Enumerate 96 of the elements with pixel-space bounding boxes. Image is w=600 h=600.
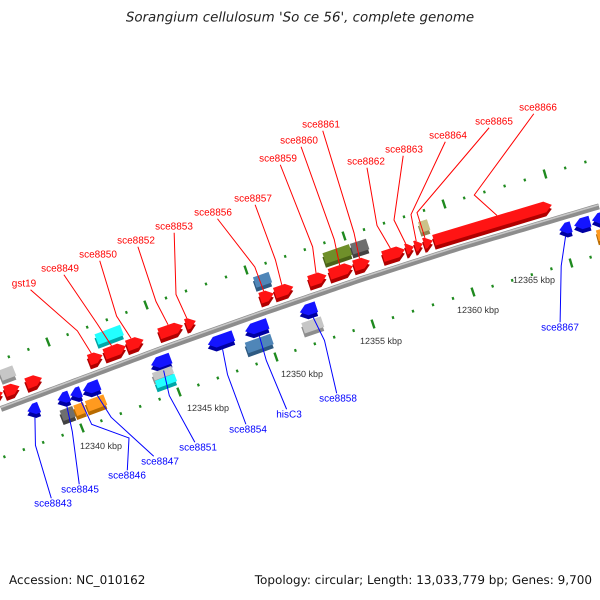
gene-block xyxy=(404,243,414,259)
leader-line xyxy=(474,113,534,216)
gene-block xyxy=(24,375,42,393)
leader-line xyxy=(34,417,52,499)
gene-block xyxy=(27,401,42,418)
gene-block xyxy=(422,237,433,253)
gene-block xyxy=(574,215,592,234)
leader-line xyxy=(416,127,490,238)
gene-block xyxy=(70,386,83,403)
gene-block xyxy=(591,212,600,228)
feature-block xyxy=(417,219,431,237)
gene-label: sce8858 xyxy=(319,393,357,405)
gene-block xyxy=(307,272,327,291)
gene-label: sce8847 xyxy=(141,456,179,468)
feature-block xyxy=(84,394,108,416)
gene-block xyxy=(559,221,573,238)
feature-block xyxy=(301,316,325,338)
scale-label: 12360 kbp xyxy=(456,304,500,316)
gene-block xyxy=(183,318,196,334)
gene-label: sce8856 xyxy=(194,207,232,219)
gene-block xyxy=(245,318,270,339)
gene-block xyxy=(258,290,274,308)
gene-block xyxy=(381,246,405,266)
leader-line xyxy=(410,141,446,242)
feature-block xyxy=(73,402,87,420)
leader-line xyxy=(80,400,130,471)
leader-line xyxy=(254,204,282,286)
gene-label: sce8849 xyxy=(41,263,79,275)
leader-line xyxy=(222,348,246,425)
leader-line xyxy=(63,274,112,346)
gene-block xyxy=(157,322,183,344)
gene-block xyxy=(352,257,370,276)
feature-block xyxy=(252,271,273,292)
scale-label: 12365 kbp xyxy=(512,274,556,286)
leader-line xyxy=(99,260,132,339)
gene-block xyxy=(299,301,319,320)
feature-block xyxy=(154,373,178,393)
gene-block xyxy=(82,379,102,398)
leader-line xyxy=(216,218,264,292)
gene-label: sce8864 xyxy=(429,130,467,142)
gene-label: sce8850 xyxy=(79,249,117,261)
gene-label: sce8860 xyxy=(280,135,318,147)
gene-block xyxy=(272,283,294,303)
feature-block xyxy=(0,365,17,385)
gene-label: sce8846 xyxy=(108,470,146,482)
leader-line xyxy=(560,236,566,323)
gene-label: gst19 xyxy=(12,278,36,290)
gene-label: sce8845 xyxy=(61,484,99,496)
gene-block xyxy=(2,383,20,401)
gene-label: sce8857 xyxy=(234,193,272,205)
scale-label: 12345 kbp xyxy=(186,402,230,414)
diagram-title: Sorangium cellulosum 'So ce 56', complete genome xyxy=(126,10,474,26)
feature-block xyxy=(59,406,77,426)
gene-label: sce8863 xyxy=(385,144,423,156)
gene-block xyxy=(102,343,126,364)
leader-line xyxy=(66,406,80,485)
scale-label: 12350 kbp xyxy=(280,368,324,380)
gene-block xyxy=(0,391,3,402)
leader-line xyxy=(393,155,406,244)
leader-line xyxy=(137,246,169,326)
leader-line xyxy=(300,146,340,266)
feature-block xyxy=(244,333,274,358)
gene-label: sce8851 xyxy=(179,442,217,454)
gene-label: sce8859 xyxy=(259,153,297,165)
gene-block xyxy=(57,390,72,407)
leader-line xyxy=(258,336,288,410)
leader-line xyxy=(30,289,92,354)
scale-label: 12355 kbp xyxy=(360,336,402,346)
leader-line xyxy=(174,232,188,319)
gene-label: sce8862 xyxy=(347,156,385,168)
gene-block xyxy=(327,263,353,284)
feature-block xyxy=(595,229,600,246)
feature-block xyxy=(349,238,370,259)
leader-line xyxy=(322,130,360,259)
gene-block xyxy=(413,240,423,256)
gene-label: sce8866 xyxy=(519,102,557,114)
gene-label: hisC3 xyxy=(276,409,302,421)
leader-line xyxy=(280,164,317,274)
footer-text: Accession: NC_010162 xyxy=(9,574,146,588)
gene-label: sce8852 xyxy=(117,235,155,247)
gene-block xyxy=(432,201,552,250)
leader-line xyxy=(96,394,154,457)
gene-block xyxy=(124,337,144,356)
gene-label: sce8861 xyxy=(302,119,340,131)
gene-label: sce8865 xyxy=(475,116,513,128)
gene-label: sce8853 xyxy=(155,221,193,233)
leader-line xyxy=(366,167,391,249)
gene-label: sce8843 xyxy=(34,498,72,510)
gene-block xyxy=(86,352,103,370)
leader-line xyxy=(312,317,338,394)
gene-label: sce8867 xyxy=(541,322,579,334)
gene-label: sce8854 xyxy=(229,424,267,436)
scale-label: 12340 kbp xyxy=(80,440,122,452)
gene-block xyxy=(207,330,236,352)
footer-text: Topology: circular; Length: 13,033,779 bp; Genes: 9,700 xyxy=(254,574,592,588)
leader-line xyxy=(163,370,196,443)
